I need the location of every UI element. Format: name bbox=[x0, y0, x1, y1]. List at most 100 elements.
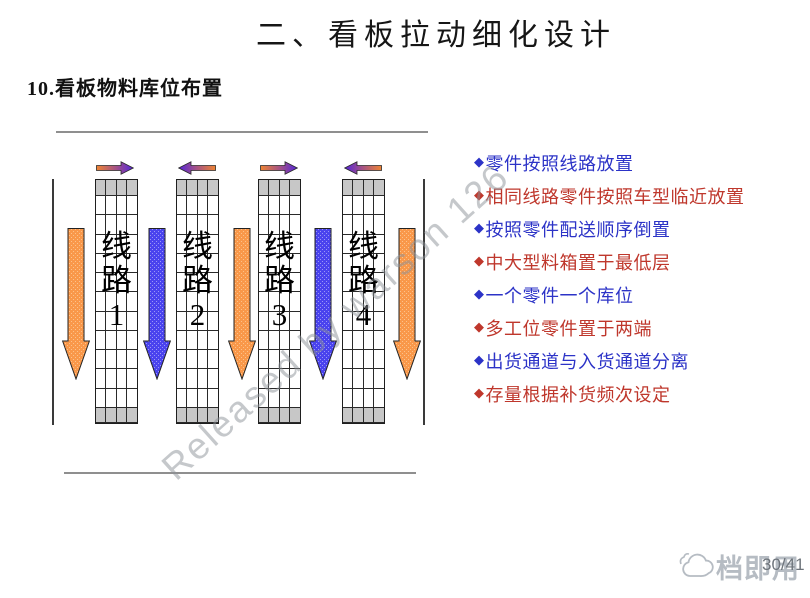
page-number: 30/41 bbox=[762, 555, 805, 574]
diamond-bullet-icon: ◆ bbox=[474, 353, 485, 368]
rack-cell bbox=[96, 330, 107, 351]
rack-cell bbox=[363, 215, 374, 235]
rack-cell bbox=[106, 196, 117, 216]
rule-text: 一个零件一个库位 bbox=[485, 285, 634, 306]
rack-cell bbox=[259, 408, 270, 423]
flow-arrow-left-icon bbox=[343, 161, 382, 175]
rack-cell bbox=[259, 369, 270, 389]
rack-cell bbox=[363, 292, 374, 312]
rack-cell bbox=[373, 312, 384, 331]
rack-cell bbox=[197, 253, 208, 274]
rack-cell bbox=[289, 254, 300, 274]
rack-cell bbox=[373, 254, 384, 274]
rack-cell bbox=[269, 388, 280, 408]
rack-cell bbox=[353, 408, 364, 423]
rack-cell bbox=[126, 312, 137, 331]
rack-cell bbox=[289, 408, 300, 423]
rack-cell bbox=[343, 408, 354, 423]
rack-cell bbox=[96, 311, 107, 331]
rack-cell bbox=[259, 388, 270, 408]
rack-cell bbox=[116, 350, 127, 370]
rack-cell bbox=[373, 408, 384, 423]
rack-cell bbox=[106, 330, 117, 351]
rack-cell bbox=[96, 292, 107, 312]
placement-rule-item: ◆中大型料箱置于最低层 bbox=[474, 245, 745, 278]
rack-cell bbox=[343, 369, 354, 389]
rack-cell bbox=[187, 311, 198, 331]
diamond-bullet-icon: ◆ bbox=[474, 254, 485, 269]
rack-cell bbox=[207, 292, 218, 312]
rack-cell bbox=[187, 350, 198, 370]
rack-cell bbox=[353, 253, 364, 274]
rack-cell bbox=[373, 235, 384, 254]
rack-cell bbox=[343, 273, 354, 293]
rack-cell bbox=[106, 408, 117, 423]
rack-cell bbox=[279, 311, 290, 331]
rack-cell bbox=[363, 234, 374, 254]
rack-cell bbox=[269, 330, 280, 351]
rack-cell bbox=[197, 369, 208, 389]
rack-cell bbox=[373, 196, 384, 216]
rack-cell bbox=[373, 389, 384, 408]
rack-grid bbox=[259, 180, 300, 423]
rack-cell bbox=[259, 253, 270, 274]
rack-cell bbox=[207, 312, 218, 331]
rack-cell bbox=[269, 215, 280, 235]
rack-cell bbox=[343, 215, 354, 235]
rack-cell bbox=[116, 292, 127, 312]
rack-cell bbox=[363, 388, 374, 408]
rack-cell bbox=[373, 273, 384, 293]
rack-cell bbox=[363, 253, 374, 274]
rack-cell bbox=[279, 234, 290, 254]
rack-cell bbox=[363, 408, 374, 423]
flow-arrow-right-icon bbox=[96, 161, 135, 175]
rack-cell bbox=[197, 234, 208, 254]
orange-down-arrow-icon bbox=[227, 228, 257, 381]
rack-cell bbox=[126, 215, 137, 235]
rack-cell bbox=[259, 215, 270, 235]
placement-rule-item: ◆按照零件配送顺序倒置 bbox=[474, 212, 745, 245]
rack-cell bbox=[259, 311, 270, 331]
diamond-bullet-icon: ◆ bbox=[474, 386, 485, 401]
right-boundary-line bbox=[423, 179, 425, 425]
rack-cell bbox=[177, 292, 188, 312]
rack-cell bbox=[279, 388, 290, 408]
rack-cell bbox=[207, 331, 218, 351]
rack-cell bbox=[353, 273, 364, 293]
rack-cell bbox=[187, 408, 198, 423]
rack-cell bbox=[106, 311, 117, 331]
rack-cell bbox=[269, 273, 280, 293]
rack-cell bbox=[126, 273, 137, 293]
rack-cell bbox=[269, 369, 280, 389]
rack-cell bbox=[363, 369, 374, 389]
rack-cell bbox=[187, 388, 198, 408]
rack-cell bbox=[177, 180, 188, 196]
rack-cell bbox=[197, 215, 208, 235]
rack-grid bbox=[177, 180, 218, 423]
rack-cell bbox=[96, 369, 107, 389]
rack-cell bbox=[279, 330, 290, 351]
rack-cell bbox=[353, 180, 364, 196]
rack-cell bbox=[96, 388, 107, 408]
rack-cell bbox=[126, 292, 137, 312]
rack-cell bbox=[187, 369, 198, 389]
rack-cell bbox=[289, 331, 300, 351]
rack-cell bbox=[126, 180, 137, 196]
rack-cell bbox=[279, 196, 290, 216]
rack-cell bbox=[343, 234, 354, 254]
rack-cell bbox=[279, 369, 290, 389]
placement-rule-item: ◆零件按照线路放置 bbox=[474, 146, 745, 179]
rack-cell bbox=[343, 180, 354, 196]
rack-cell bbox=[177, 311, 188, 331]
rack-cell bbox=[197, 330, 208, 351]
placement-rule-item: ◆出货通道与入货通道分离 bbox=[474, 344, 745, 377]
rack-cell bbox=[197, 350, 208, 370]
rack-cell bbox=[177, 253, 188, 274]
rack-cell bbox=[207, 235, 218, 254]
rack-cell bbox=[353, 350, 364, 370]
diamond-bullet-icon: ◆ bbox=[474, 221, 485, 236]
rack-cell bbox=[187, 196, 198, 216]
